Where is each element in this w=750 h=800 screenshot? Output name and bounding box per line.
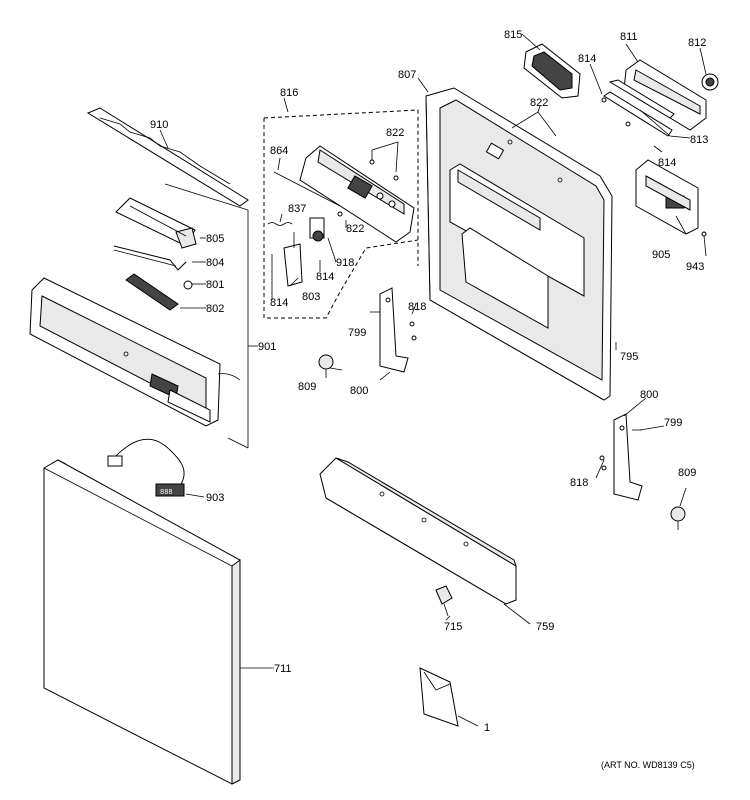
label-811: 811	[620, 31, 638, 43]
label-804: 804	[206, 257, 224, 269]
label-800: 800	[640, 389, 658, 401]
label-805: 805	[206, 233, 224, 245]
label-818: 818	[570, 477, 588, 489]
label-715: 715	[444, 621, 462, 633]
label-807: 807	[398, 69, 416, 81]
part-759-kickplate	[319, 457, 517, 605]
part-800-hinge-right	[599, 413, 643, 501]
group-816-dashed-outline	[263, 109, 419, 319]
svg-text:888: 888	[160, 489, 173, 497]
label-814: 814	[316, 271, 334, 283]
label-799: 799	[348, 327, 366, 339]
label-918: 918	[336, 257, 354, 269]
label-822: 822	[386, 127, 404, 139]
label-711: 711	[274, 663, 292, 675]
label-809: 809	[678, 467, 696, 479]
label-905: 905	[652, 249, 670, 261]
label-809: 809	[298, 381, 316, 393]
label-818: 818	[408, 301, 426, 313]
label-802: 802	[206, 303, 224, 315]
leader-lines-right	[277, 33, 707, 625]
label-943: 943	[686, 261, 704, 273]
label-864: 864	[270, 145, 288, 157]
part-800-hinge-left	[370, 287, 417, 373]
part-811-812-813-dispenser-cover	[601, 59, 719, 137]
part-903-harness: 888	[107, 438, 185, 497]
label-814: 814	[270, 297, 288, 309]
part-807-inner-door	[425, 87, 613, 401]
label-803: 803	[302, 291, 320, 303]
parts-837-918-803-components	[267, 217, 337, 300]
part-715-screw	[435, 585, 453, 617]
label-813: 813	[690, 134, 708, 146]
label-901: 901	[258, 341, 276, 353]
art-number: (ART NO. WD8139 C5)	[601, 760, 695, 770]
label-800: 800	[350, 385, 368, 397]
part-901-control-panel	[29, 277, 241, 427]
part-816-dispenser-assembly	[273, 145, 415, 243]
part-910-trim-strip	[86, 107, 249, 207]
label-759: 759	[536, 621, 554, 633]
label-910: 910	[150, 119, 168, 131]
callout-labels: 815 811 812 814 807 822 813 814 816 910 …	[150, 29, 708, 770]
part-711-door-panel	[43, 459, 241, 785]
label-822: 822	[346, 223, 364, 235]
label-801: 801	[206, 279, 224, 291]
label-816: 816	[280, 87, 298, 99]
label-1: 1	[484, 722, 490, 734]
leader-lines-left	[159, 129, 274, 669]
part-1-literature	[419, 667, 479, 727]
part-905-control-board	[635, 159, 707, 237]
part-805-bracket	[115, 197, 197, 249]
label-814: 814	[658, 157, 676, 169]
part-815-vent	[523, 43, 581, 99]
label-837: 837	[288, 203, 306, 215]
label-795: 795	[620, 351, 638, 363]
label-814: 814	[578, 53, 596, 65]
label-799: 799	[664, 417, 682, 429]
part-809-stop-left	[318, 354, 334, 378]
label-822: 822	[530, 97, 548, 109]
part-801-802-switch	[125, 273, 193, 311]
part-804-bracket	[113, 245, 187, 271]
label-903: 903	[206, 492, 224, 504]
part-809-stop-right	[670, 506, 686, 530]
label-815: 815	[504, 29, 522, 41]
label-812: 812	[688, 37, 706, 49]
